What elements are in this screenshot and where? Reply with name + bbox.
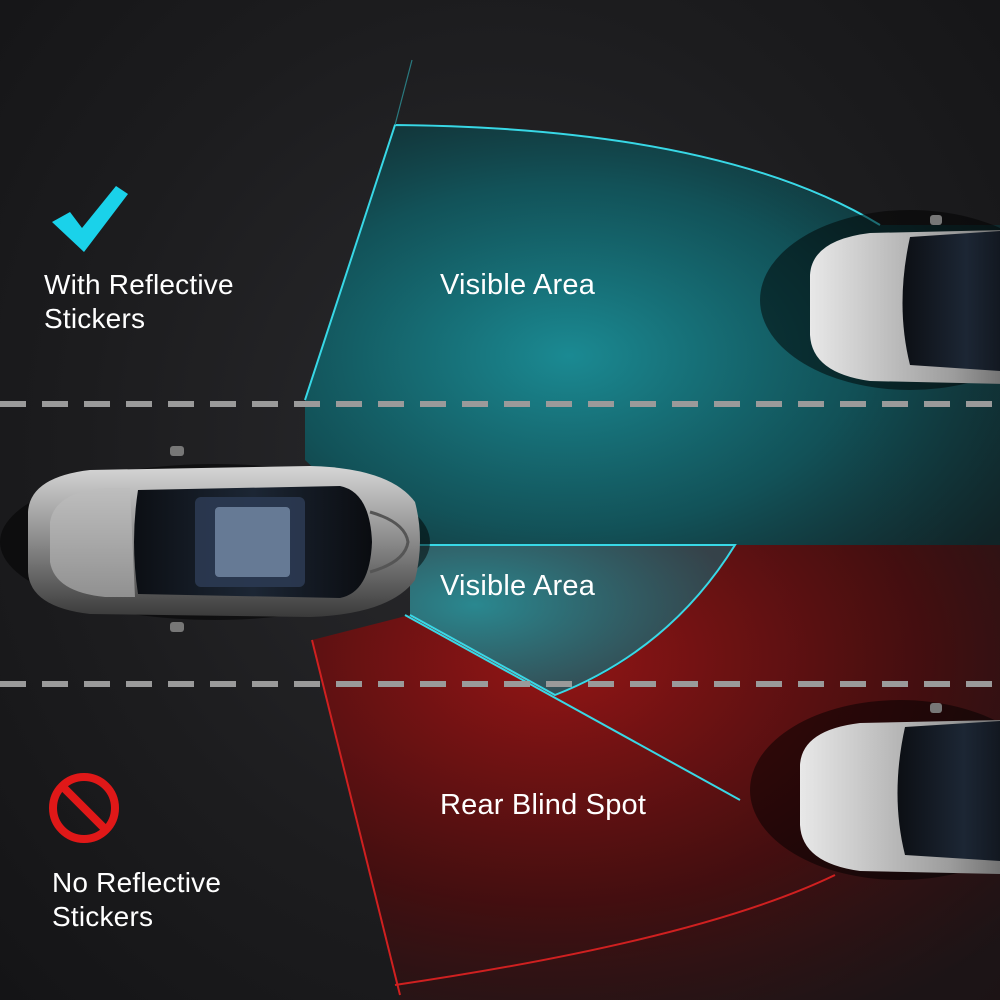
rear-blind-spot-outline [311, 639, 401, 996]
upper-right-car [760, 210, 1000, 390]
without-line-1: No Reflective [52, 867, 222, 898]
visible-area-middle-zone [410, 545, 735, 695]
no-reflective-stickers-label: No Reflective Stickers [52, 866, 221, 934]
with-line-1: With Reflective [44, 269, 234, 300]
visible-area-upper-label: Visible Area [440, 269, 596, 301]
visible-area-middle-outline [409, 544, 737, 697]
visible-area-middle-ray [404, 614, 741, 801]
visible-area-middle-label: Visible Area [440, 570, 596, 602]
with-line-2: Stickers [44, 303, 146, 334]
no-symbol-icon [49, 773, 119, 843]
checkmark-icon [52, 186, 128, 252]
main-car [0, 446, 430, 632]
rear-blind-spot-label: Rear Blind Spot [440, 789, 647, 821]
with-reflective-stickers-label: With Reflective Stickers [44, 268, 234, 336]
rear-blind-spot-arc [394, 874, 836, 986]
visible-area-upper-outline [304, 123, 881, 401]
visible-area-ray [394, 59, 413, 126]
lower-right-car [750, 700, 1000, 880]
without-line-2: Stickers [52, 901, 154, 932]
